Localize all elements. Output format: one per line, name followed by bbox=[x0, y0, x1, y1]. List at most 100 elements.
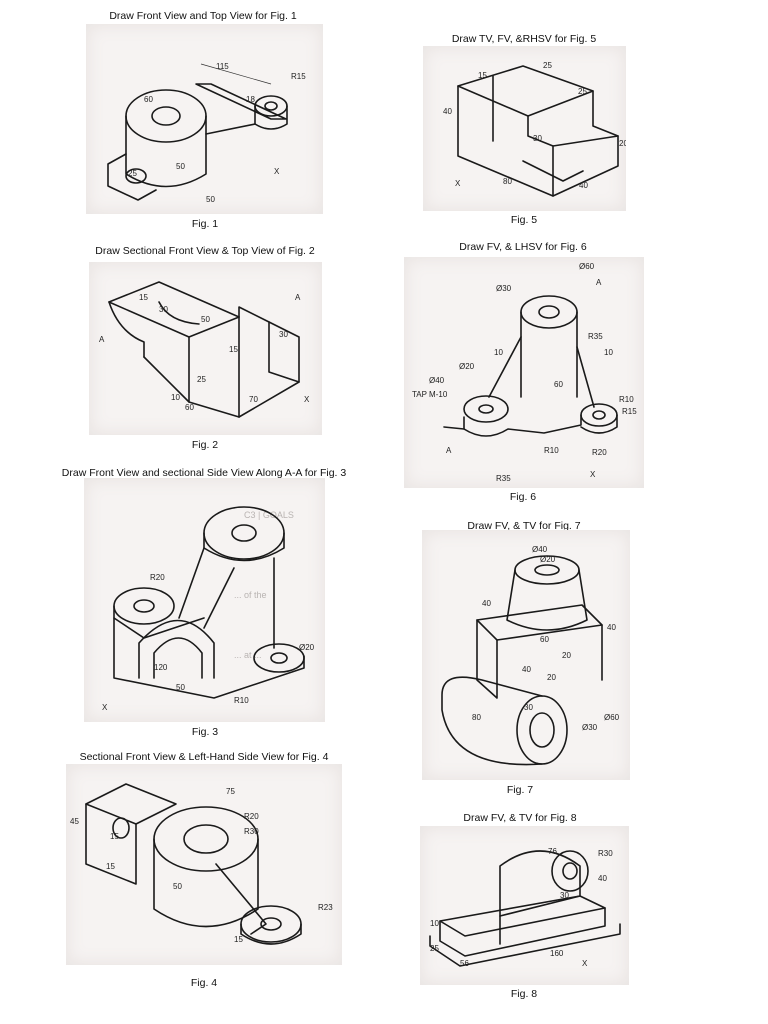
fig5-title: Draw TV, FV, &RHSV for Fig. 5 bbox=[451, 33, 597, 45]
fig8-caption: Fig. 8 bbox=[510, 988, 538, 1000]
fig7-dim-80: 80 bbox=[472, 713, 481, 722]
fig6-dim-r35a: R35 bbox=[588, 332, 603, 341]
fig8-dim-10: 10 bbox=[430, 919, 439, 928]
fig5-dim-80: 80 bbox=[503, 177, 512, 186]
fig5-dim-40b: 40 bbox=[579, 181, 588, 190]
fig7-dim-40a: 40 bbox=[482, 599, 491, 608]
fig1-drawing: 115 R15 60 18 50 25 50 X bbox=[86, 24, 323, 214]
fig6-dim-r10b: R10 bbox=[544, 446, 559, 455]
fig2-title: Draw Sectional Front View & Top View of … bbox=[95, 245, 315, 257]
fig2-dim-30a: 30 bbox=[159, 305, 168, 314]
fig2-dim-15a: 15 bbox=[139, 293, 148, 302]
fig1-dim-18: 18 bbox=[246, 95, 255, 104]
fig7-dim-30: 30 bbox=[524, 703, 533, 712]
fig4-dim-15b: 15 bbox=[106, 862, 115, 871]
fig6-dim-r15: R15 bbox=[622, 407, 637, 416]
fig8-dim-x: X bbox=[582, 959, 588, 968]
fig4-dim-r20: R20 bbox=[244, 812, 259, 821]
fig3-caption: Fig. 3 bbox=[191, 726, 219, 738]
fig1-dim-115: 115 bbox=[216, 62, 229, 71]
fig7-dim-60: 60 bbox=[540, 635, 549, 644]
fig2-dim-15b: 15 bbox=[229, 345, 238, 354]
fig4-dim-75: 75 bbox=[226, 787, 235, 796]
fig1-svg: 115 R15 60 18 50 25 50 X bbox=[107, 62, 306, 204]
fig3-svg: C3 | GOALS ... of the ... at ... R20 120… bbox=[102, 506, 315, 712]
fig4-title: Sectional Front View & Left-Hand Side Vi… bbox=[79, 751, 329, 763]
fig8-dim-40: 40 bbox=[598, 874, 607, 883]
fig8-dim-r30: R30 bbox=[598, 849, 613, 858]
fig3-dim-r20: R20 bbox=[150, 573, 165, 582]
fig6-dim-d30: Ø30 bbox=[496, 284, 512, 293]
fig2-label-a2: A bbox=[295, 293, 301, 302]
fig2-dim-70: 70 bbox=[249, 395, 258, 404]
fig6-caption: Fig. 6 bbox=[509, 491, 537, 503]
fig1-dim-50a: 50 bbox=[176, 162, 185, 171]
fig7-caption: Fig. 7 bbox=[506, 784, 534, 796]
fig2-drawing: A 15 30 50 A 30 15 25 10 60 70 X bbox=[89, 262, 322, 435]
fig6-label-a1: A bbox=[596, 278, 602, 287]
fig2-dim-50: 50 bbox=[201, 315, 210, 324]
fig1-dim-r15: R15 bbox=[291, 72, 306, 81]
fig5-dim-30: 30 bbox=[533, 134, 542, 143]
svg-text:C3 | GOALS: C3 | GOALS bbox=[244, 510, 294, 520]
fig5-dim-15a: 15 bbox=[478, 71, 487, 80]
svg-text:... of the: ... of the bbox=[234, 590, 267, 600]
fig7-dim-40b: 40 bbox=[607, 623, 616, 632]
fig2-dim-60: 60 bbox=[185, 403, 194, 412]
fig7-dim-40c: 40 bbox=[522, 665, 531, 674]
fig4-dim-45: 45 bbox=[70, 817, 79, 826]
fig1-dim-50b: 50 bbox=[206, 195, 215, 204]
fig6-dim-r35b: R35 bbox=[496, 474, 511, 483]
fig8-svg: R30 76 40 30 10 25 56 160 X bbox=[429, 847, 621, 968]
fig6-dim-60: 60 bbox=[554, 380, 563, 389]
fig4-dim-15c: 15 bbox=[234, 935, 243, 944]
fig2-caption: Fig. 2 bbox=[191, 439, 219, 451]
fig3-dim-120: 120 bbox=[154, 663, 168, 672]
fig2-dim-30b: 30 bbox=[279, 330, 288, 339]
fig5-svg: 15 25 25 40 30 20 40 80 X bbox=[443, 61, 626, 197]
fig7-drawing: Ø40 Ø20 40 60 40 20 40 20 30 Ø30 Ø60 80 bbox=[422, 530, 630, 780]
fig6-dim-d40: Ø40 bbox=[429, 376, 445, 385]
fig6-dim-d60: Ø60 bbox=[579, 262, 595, 271]
fig2-dim-25: 25 bbox=[197, 375, 206, 384]
fig5-caption: Fig. 5 bbox=[510, 214, 538, 226]
fig7-dim-d20: Ø20 bbox=[540, 555, 556, 564]
fig3-title: Draw Front View and sectional Side View … bbox=[61, 467, 347, 479]
fig7-dim-d30: Ø30 bbox=[582, 723, 598, 732]
fig2-dim-x: X bbox=[304, 395, 310, 404]
fig6-title: Draw FV, & LHSV for Fig. 6 bbox=[459, 241, 587, 253]
fig6-dim-10b: 10 bbox=[604, 348, 613, 357]
fig6-dim-tap: TAP M-10 bbox=[412, 390, 448, 399]
fig8-title: Draw FV, & TV for Fig. 8 bbox=[463, 812, 577, 824]
fig8-drawing: R30 76 40 30 10 25 56 160 X bbox=[420, 826, 629, 985]
fig4-drawing: 45 15 75 R20 R30 15 50 R23 15 bbox=[66, 764, 342, 965]
fig5-dim-40a: 40 bbox=[443, 107, 452, 116]
svg-text:... at ...: ... at ... bbox=[234, 650, 262, 660]
fig8-dim-30: 30 bbox=[560, 891, 569, 900]
fig4-dim-r23: R23 bbox=[318, 903, 333, 912]
fig7-dim-d40: Ø40 bbox=[532, 545, 548, 554]
fig1-dim-x: X bbox=[274, 167, 280, 176]
fig1-dim-25: 25 bbox=[128, 169, 137, 178]
fig8-dim-56: 56 bbox=[460, 959, 469, 968]
fig4-caption: Fig. 4 bbox=[190, 977, 218, 989]
fig7-svg: Ø40 Ø20 40 60 40 20 40 20 30 Ø30 Ø60 80 bbox=[441, 545, 620, 766]
fig2-dim-10: 10 bbox=[171, 393, 180, 402]
fig4-svg: 45 15 75 R20 R30 15 50 R23 15 bbox=[70, 783, 333, 945]
fig7-title: Draw FV, & TV for Fig. 7 bbox=[467, 520, 581, 532]
fig5-dim-25a: 25 bbox=[543, 61, 552, 70]
fig6-dim-10a: 10 bbox=[494, 348, 503, 357]
fig5-dim-25b: 25 bbox=[578, 87, 587, 96]
fig5-drawing: 15 25 25 40 30 20 40 80 X bbox=[423, 46, 626, 211]
fig6-dim-d20: Ø20 bbox=[459, 362, 475, 371]
fig5-dim-x: X bbox=[455, 179, 461, 188]
fig3-dim-r10: R10 bbox=[234, 696, 249, 705]
fig3-dim-d20: Ø20 bbox=[299, 643, 315, 652]
fig8-dim-76: 76 bbox=[548, 847, 557, 856]
fig3-dim-x: X bbox=[102, 703, 108, 712]
fig2-svg: A 15 30 50 A 30 15 25 10 60 70 X bbox=[99, 281, 310, 418]
fig6-drawing: Ø60 A Ø30 R35 10 10 Ø20 Ø40 TAP M-10 60 … bbox=[404, 257, 644, 488]
fig6-dim-r20: R20 bbox=[592, 448, 607, 457]
fig5-dim-20: 20 bbox=[619, 139, 626, 148]
fig3-drawing: C3 | GOALS ... of the ... at ... R20 120… bbox=[84, 478, 325, 722]
